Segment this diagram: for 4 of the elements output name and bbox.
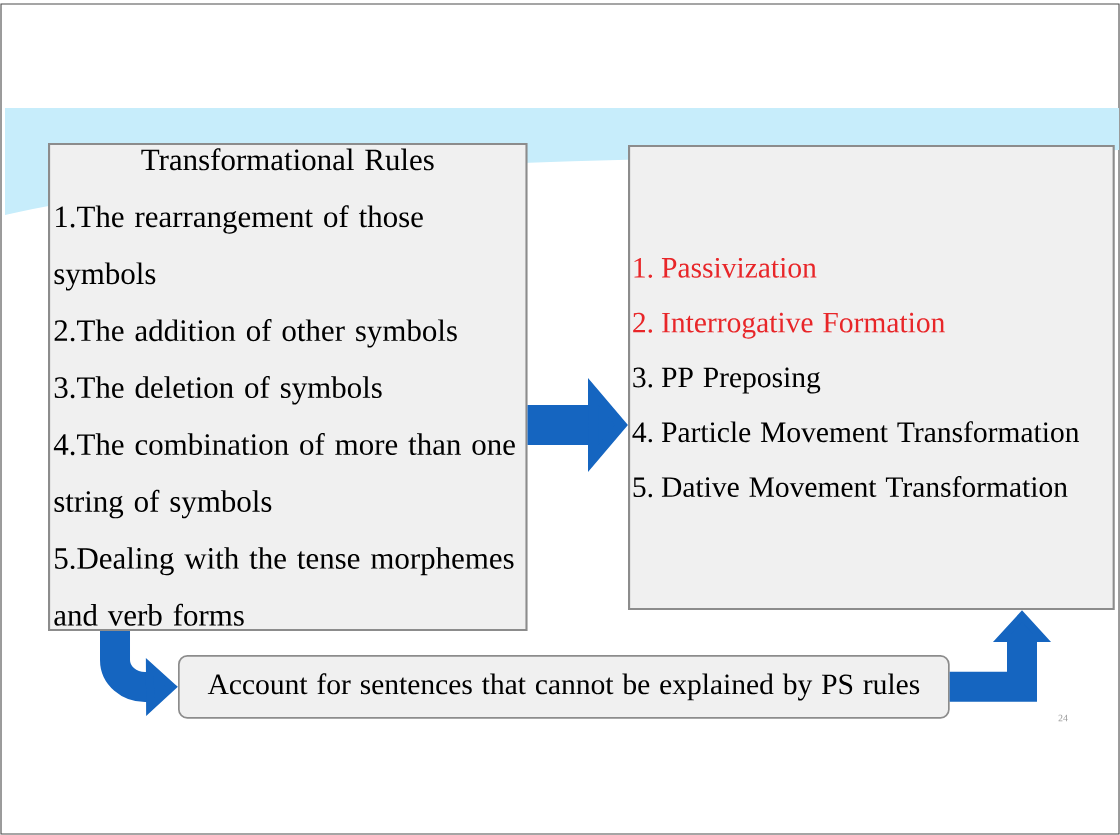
note-box: Account for sentences that cannot be explained by PS rules (178, 655, 950, 719)
page-number: 24 (1058, 714, 1068, 722)
rules-box: Transformational Rules 1.The rearrangement of those symbols 2.The addition of other symbols 3.The deletion of symbols 4.The combination of more than one string of symbols 5.Dealing with the tense morphemes and verb forms (48, 143, 528, 632)
list-box: 1. Passivization 2. Interrogative Formation 3. PP Preposing 4. Particle Movement Transformation 5. Dative Movement Transformation (628, 145, 1115, 611)
